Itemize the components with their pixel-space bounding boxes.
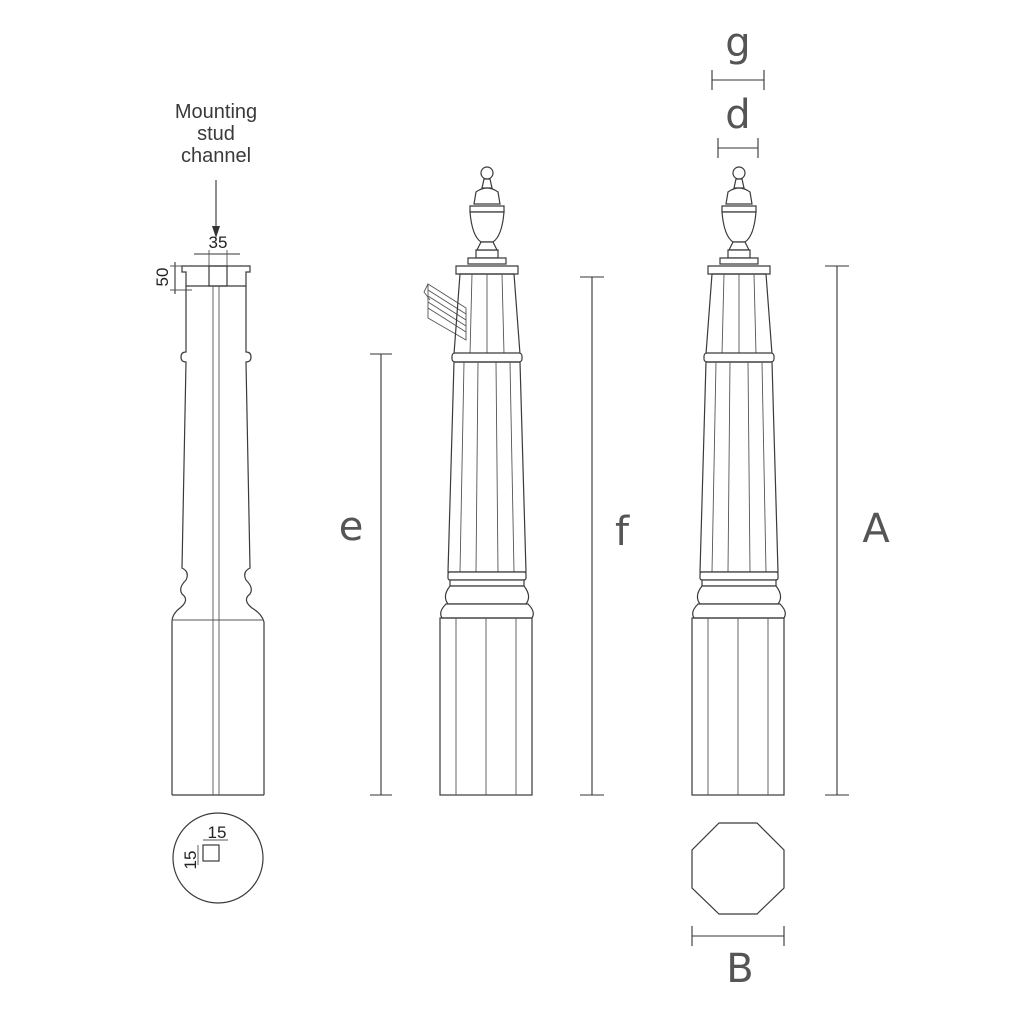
label-f: f <box>615 509 630 555</box>
main-shaft <box>447 361 527 573</box>
callout-line-3: channel <box>181 145 251 167</box>
finial-ball <box>480 166 494 180</box>
cap-plinth <box>455 265 519 275</box>
rail-stub <box>427 283 467 341</box>
dim-channel-width: 15 <box>208 823 227 842</box>
collar <box>451 352 523 363</box>
label-d: d <box>725 92 750 138</box>
urn <box>469 211 505 243</box>
section-circle <box>172 812 264 904</box>
label-A: A <box>862 506 890 552</box>
label-e: e <box>339 504 364 550</box>
section-right-profile <box>244 286 265 795</box>
elevation-with-rail: e f <box>339 166 630 796</box>
section-left-profile <box>171 286 188 795</box>
dim-top-width: 35 <box>209 233 228 252</box>
channel-square <box>202 844 220 862</box>
label-B: B <box>726 946 753 992</box>
octagon-plan <box>691 822 785 915</box>
label-g: g <box>725 20 750 66</box>
callout-line-1: Mounting <box>175 101 257 123</box>
elevation-dimensioned: g d A <box>691 20 890 992</box>
callout-arrow-head <box>212 226 220 238</box>
section-view: Mounting stud channel 35 50 15 <box>153 101 265 904</box>
callout-line-2: stud <box>197 123 235 145</box>
dim-top-depth: 50 <box>153 268 172 287</box>
dim-channel-depth: 15 <box>181 851 200 870</box>
